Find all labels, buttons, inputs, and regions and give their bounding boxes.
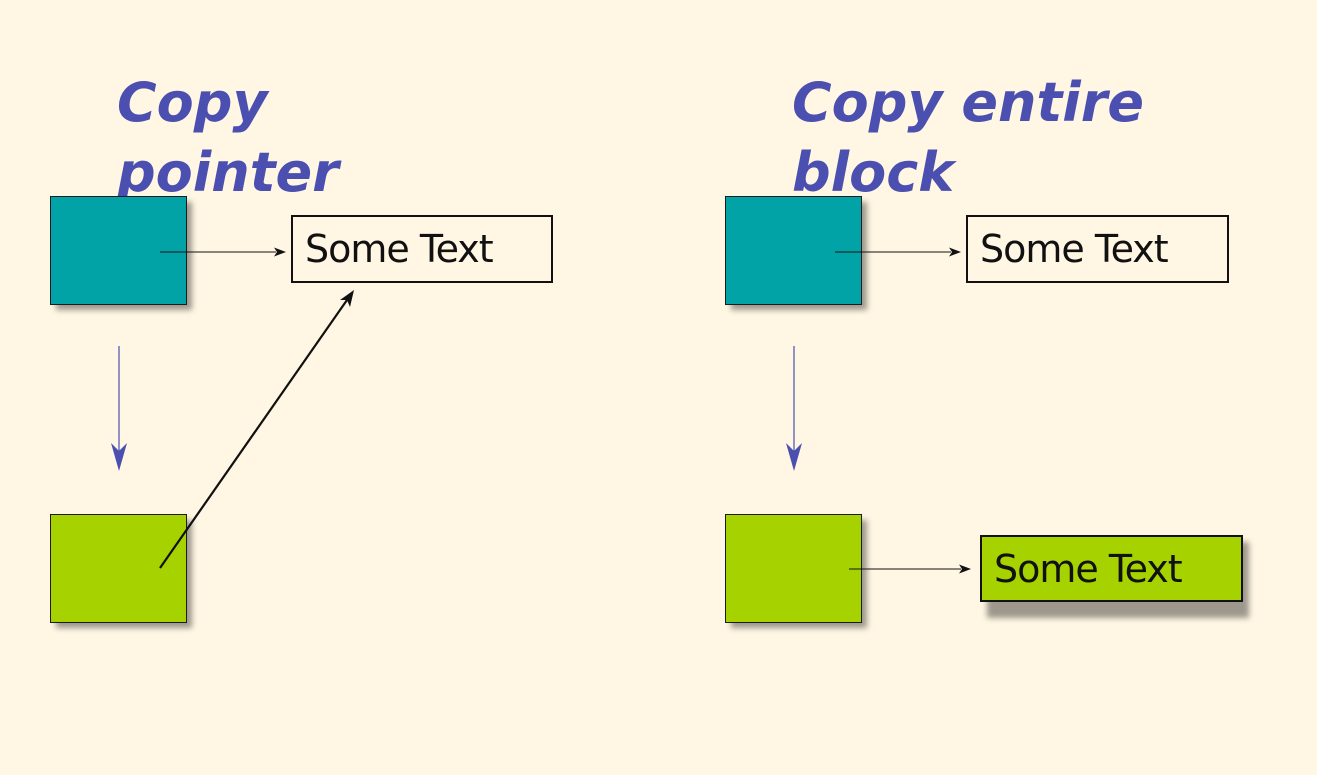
heading-copy-pointer: Copy pointer xyxy=(117,71,339,204)
arrowhead xyxy=(786,443,802,471)
text-box-original: Some Text xyxy=(966,215,1229,283)
arrowhead xyxy=(340,290,354,307)
arrowhead xyxy=(111,443,127,471)
arrowhead xyxy=(959,564,971,574)
pointer-arrow-left-copy xyxy=(159,299,348,569)
arrowhead xyxy=(274,247,286,257)
original-pointer-block-right xyxy=(725,196,862,305)
arrowhead xyxy=(949,247,961,257)
text-box-copy: Some Text xyxy=(980,535,1243,602)
copied-pointer-block xyxy=(50,514,187,623)
copied-pointer-block-right xyxy=(725,514,862,623)
heading-copy-entire-block: Copy entire block xyxy=(792,71,1145,204)
original-pointer-block xyxy=(50,196,187,305)
text-box-shared: Some Text xyxy=(291,215,553,283)
